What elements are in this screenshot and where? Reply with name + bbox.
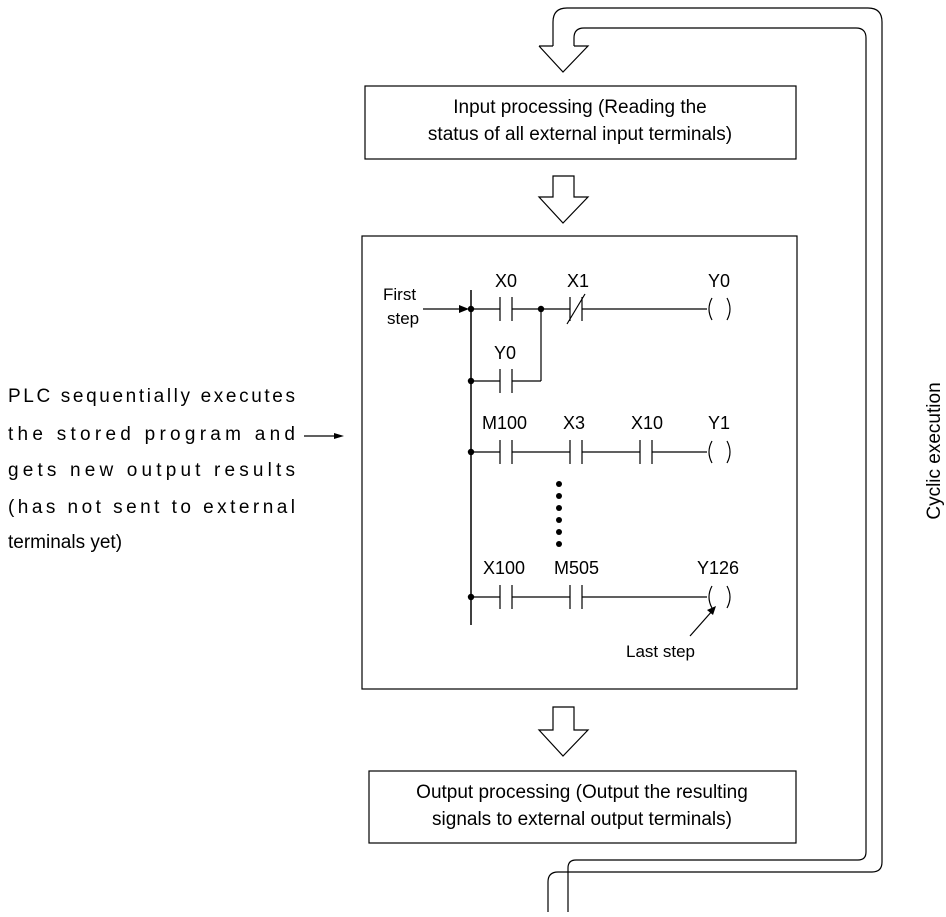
last-step-pointer [689,609,714,637]
rung3-contact2-label: M505 [554,558,599,578]
first-step-label-2: step [387,309,419,328]
flow-arrow-1 [537,175,590,224]
rung1-contact1-label: X0 [495,271,517,291]
rung3-junction [467,593,475,601]
side-label-line5: terminals yet) [8,532,122,553]
rung1-junction-left [467,305,475,313]
loop-arrow-head [538,45,590,73]
rung2-junction [467,448,475,456]
cycle-loop-outer [547,7,883,912]
rung2-contact3-label: X10 [631,413,663,433]
flow-arrow-2 [537,706,590,757]
input-box-line2: status of all external input terminals) [428,124,732,145]
side-label-line3: gets new output results [8,460,295,481]
rung1-branch-label: Y0 [494,343,516,363]
rung-1 [471,293,731,393]
first-step-arrowhead [459,305,469,313]
branch-junction-left [467,377,475,385]
last-step-arrowhead [707,606,716,615]
rung2-contact2-label: X3 [563,413,585,433]
side-label-line1: PLC sequentially executes [8,386,295,407]
output-box-line1: Output processing (Output the resulting [416,782,748,803]
continuation-dots [556,481,562,547]
rung3-coil-label: Y126 [697,558,739,578]
side-label-line2: the stored program and [8,424,295,445]
output-box-line2: signals to external output terminals) [432,809,732,830]
rung1-contact2-label: X1 [567,271,589,291]
rung1-junction-right [537,305,545,313]
input-box-line1: Input processing (Reading the [453,97,707,118]
first-step-label-1: First [383,285,416,304]
input-processing-box [364,85,797,160]
output-processing-box [368,770,797,844]
rung-2 [471,440,731,464]
rung2-contact1-label: M100 [482,413,527,433]
rung-3 [471,585,731,609]
rung1-coil-label: Y0 [708,271,730,291]
last-step-label: Last step [626,642,695,661]
cycle-loop-inner [567,27,867,912]
rung3-contact1-label: X100 [483,558,525,578]
side-pointer-arrowhead [334,433,344,439]
side-label-line4: (has not sent to external [8,497,295,518]
rung2-coil-label: Y1 [708,413,730,433]
cyclic-execution-label: Cyclic execution [924,382,945,519]
program-box [361,235,798,690]
